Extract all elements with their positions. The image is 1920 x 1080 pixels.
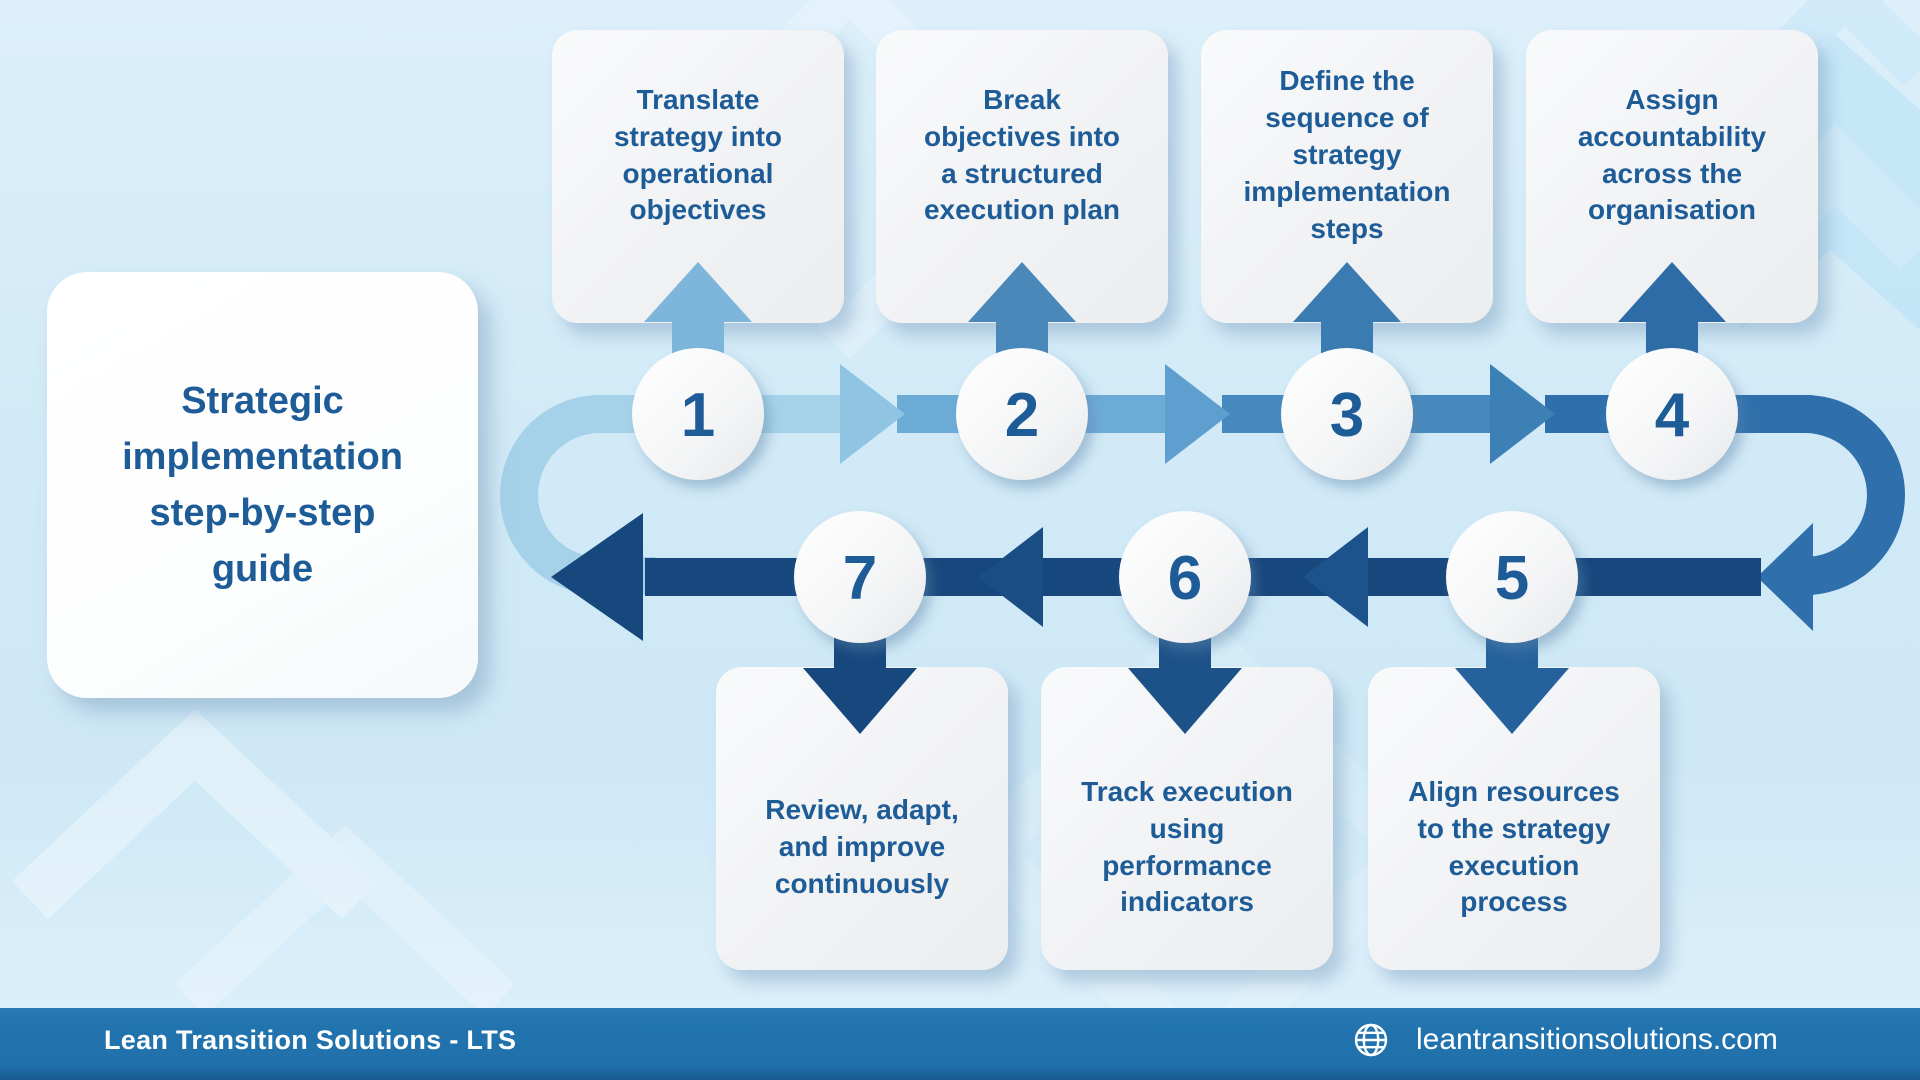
step-4-circle: 4 (1606, 348, 1738, 480)
diagram-title: Strategic implementation step-by-step gu… (122, 379, 403, 591)
step-6-circle: 6 (1119, 511, 1251, 643)
step-3-circle: 3 (1281, 348, 1413, 480)
step-1-circle: 1 (632, 348, 764, 480)
title-card: Strategic implementation step-by-step gu… (47, 272, 478, 698)
return-chevron-2-icon (978, 527, 1043, 627)
step-card-5: Align resources to the strategy executio… (1368, 667, 1660, 970)
u-turn-curve (1700, 395, 1905, 595)
step-2-circle: 2 (956, 348, 1088, 480)
chevron-2-icon (1165, 364, 1230, 464)
return-end-arrowhead-icon (551, 513, 643, 641)
loop-curve (500, 395, 700, 595)
step-card-6: Track execution using performance indica… (1041, 667, 1333, 970)
globe-icon (1354, 1023, 1388, 1057)
step-7-number: 7 (843, 544, 877, 613)
step-4-label: Assign accountability across the organis… (1577, 83, 1767, 226)
company-name: Lean Transition Solutions - LTS (104, 1024, 517, 1055)
step-1-number: 1 (681, 381, 715, 450)
website-url: leantransitionsolutions.com (1416, 1023, 1778, 1056)
u-turn-arrowhead-icon (1757, 523, 1813, 631)
step-7-circle: 7 (794, 511, 926, 643)
step-2-number: 2 (1005, 381, 1039, 450)
footer-bar: Lean Transition Solutions - LTS leantran… (0, 1008, 1920, 1080)
step-5-number: 5 (1495, 544, 1529, 613)
step-4-number: 4 (1655, 381, 1690, 450)
step-1-label: Translate strategy into operational obje… (613, 83, 783, 226)
step-3-number: 3 (1330, 381, 1364, 450)
chevron-1-icon (840, 364, 905, 464)
step-3-label: Define the sequence of strategy implemen… (1243, 65, 1451, 244)
step-5-circle: 5 (1446, 511, 1578, 643)
step-7-label: Review, adapt, and improve continuously (765, 794, 959, 899)
step-6-label: Track execution using performance indica… (1081, 775, 1293, 918)
return-chevron-1-icon (1303, 527, 1368, 627)
step-6-number: 6 (1168, 544, 1202, 613)
step-2-label: Break objectives into a structured execu… (923, 83, 1121, 226)
step-5-label: Align resources to the strategy executio… (1408, 775, 1620, 918)
decor-bottom-left-chevrons (12, 709, 516, 1017)
chevron-3-icon (1490, 364, 1555, 464)
